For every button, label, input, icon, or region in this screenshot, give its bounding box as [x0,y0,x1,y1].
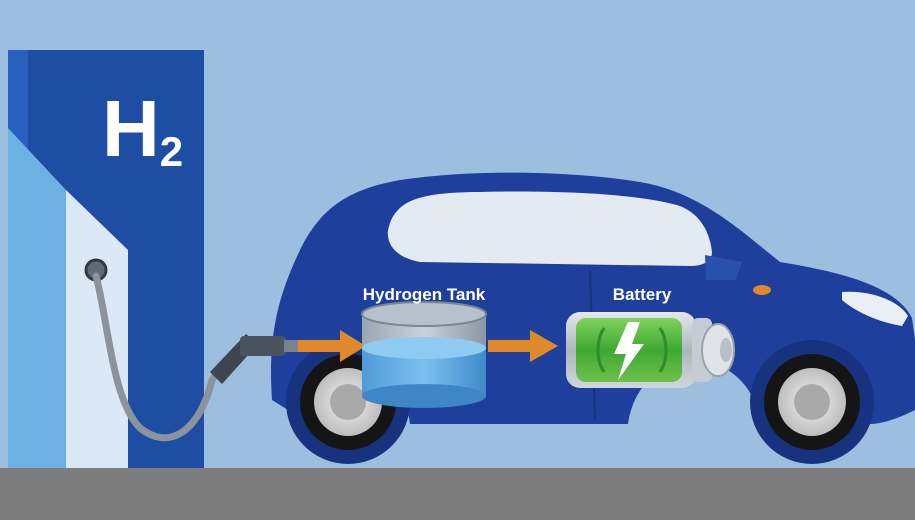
headlight [842,291,908,326]
side-mirror [705,255,742,280]
hydrogen-tank-label: Hydrogen Tank [363,285,486,304]
side-marker-light [753,285,771,295]
lightning-bolt-icon [614,322,644,380]
battery-label: Battery [613,285,672,304]
flow-arrow-to-battery [488,330,558,362]
car-window [387,191,712,266]
front-wheel [750,340,874,464]
hydrogen-tank [361,301,487,408]
hydrogen-station: H2 [8,50,204,468]
fuel-hose [92,272,230,442]
ground [0,468,915,520]
station-h2-label: H2 [102,84,183,175]
battery [566,312,735,388]
fuel-nozzle [210,334,298,384]
flow-arrow-to-tank [298,330,366,362]
